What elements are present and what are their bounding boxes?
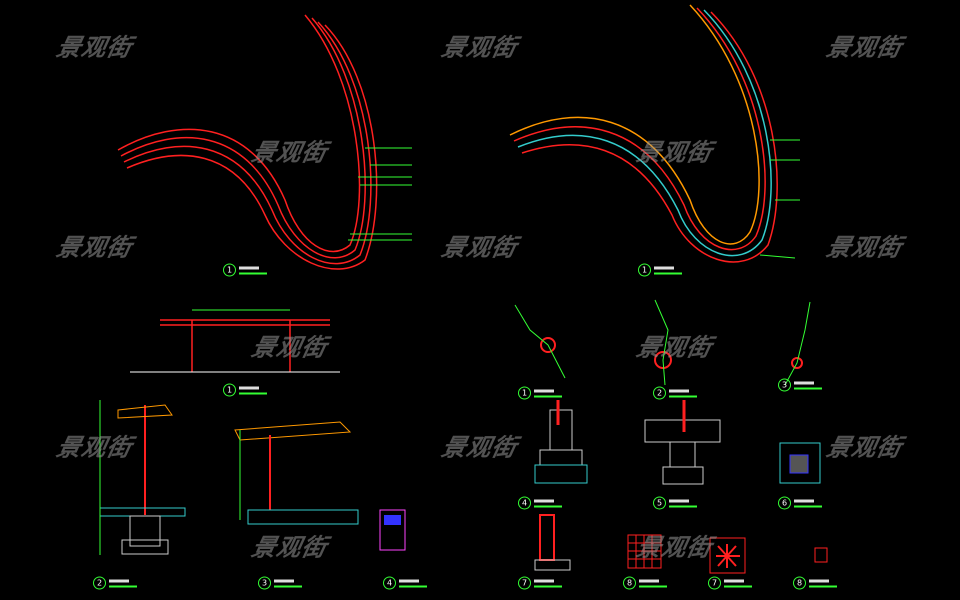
detail-title-bar <box>534 579 562 587</box>
detail-label: 2 <box>653 386 697 400</box>
detail-title-bar <box>274 579 302 587</box>
plan-view-left <box>117 14 378 270</box>
detail-title-bar <box>724 579 752 587</box>
detail-title-bar <box>809 579 837 587</box>
detail-label: 3 <box>778 378 822 392</box>
detail-title-bar <box>534 389 562 397</box>
detail-number: 1 <box>638 263 651 277</box>
detail-number: 3 <box>258 576 271 590</box>
plan-view-right <box>509 4 778 263</box>
detail-label: 7 <box>708 576 752 590</box>
detail-label: 8 <box>793 576 837 590</box>
detail-number: 3 <box>778 378 791 392</box>
detail-title-bar <box>794 499 822 507</box>
detail-label: 4 <box>518 496 562 510</box>
detail-number: 4 <box>518 496 531 510</box>
detail-number: 7 <box>518 576 531 590</box>
detail-number: 1 <box>223 383 236 397</box>
detail-4-small <box>379 509 406 551</box>
detail-title-bar <box>669 499 697 507</box>
detail-number: 2 <box>93 576 106 590</box>
detail-label: 2 <box>93 576 137 590</box>
detail-title-bar <box>239 266 267 274</box>
elevation-view <box>130 309 340 373</box>
detail-label: 4 <box>383 576 427 590</box>
detail-title-bar <box>109 579 137 587</box>
detail-title-bar <box>794 381 822 389</box>
detail-title-bar <box>639 579 667 587</box>
detail-number: 8 <box>793 576 806 590</box>
detail-label: 8 <box>623 576 667 590</box>
plan-annotations-left <box>348 147 412 241</box>
detail-label: 1 <box>223 263 267 277</box>
detail-label: 6 <box>778 496 822 510</box>
section-3 <box>234 421 359 525</box>
detail-number: 8 <box>623 576 636 590</box>
detail-title-bar <box>654 266 682 274</box>
detail-title-bar <box>669 389 697 397</box>
plan-annotations-right <box>759 139 800 259</box>
detail-number: 1 <box>518 386 531 400</box>
detail-label: 1 <box>223 383 267 397</box>
section-2 <box>99 400 186 555</box>
detail-label: 1 <box>638 263 682 277</box>
detail-number: 2 <box>653 386 666 400</box>
detail-number: 1 <box>223 263 236 277</box>
detail-label: 3 <box>258 576 302 590</box>
detail-label: 5 <box>653 496 697 510</box>
detail-title-bar <box>399 579 427 587</box>
detail-label: 1 <box>518 386 562 400</box>
right-details <box>514 299 828 574</box>
detail-title-bar <box>534 499 562 507</box>
detail-number: 4 <box>383 576 396 590</box>
detail-title-bar <box>239 386 267 394</box>
detail-label: 7 <box>518 576 562 590</box>
detail-number: 7 <box>708 576 721 590</box>
detail-number: 6 <box>778 496 791 510</box>
detail-number: 5 <box>653 496 666 510</box>
